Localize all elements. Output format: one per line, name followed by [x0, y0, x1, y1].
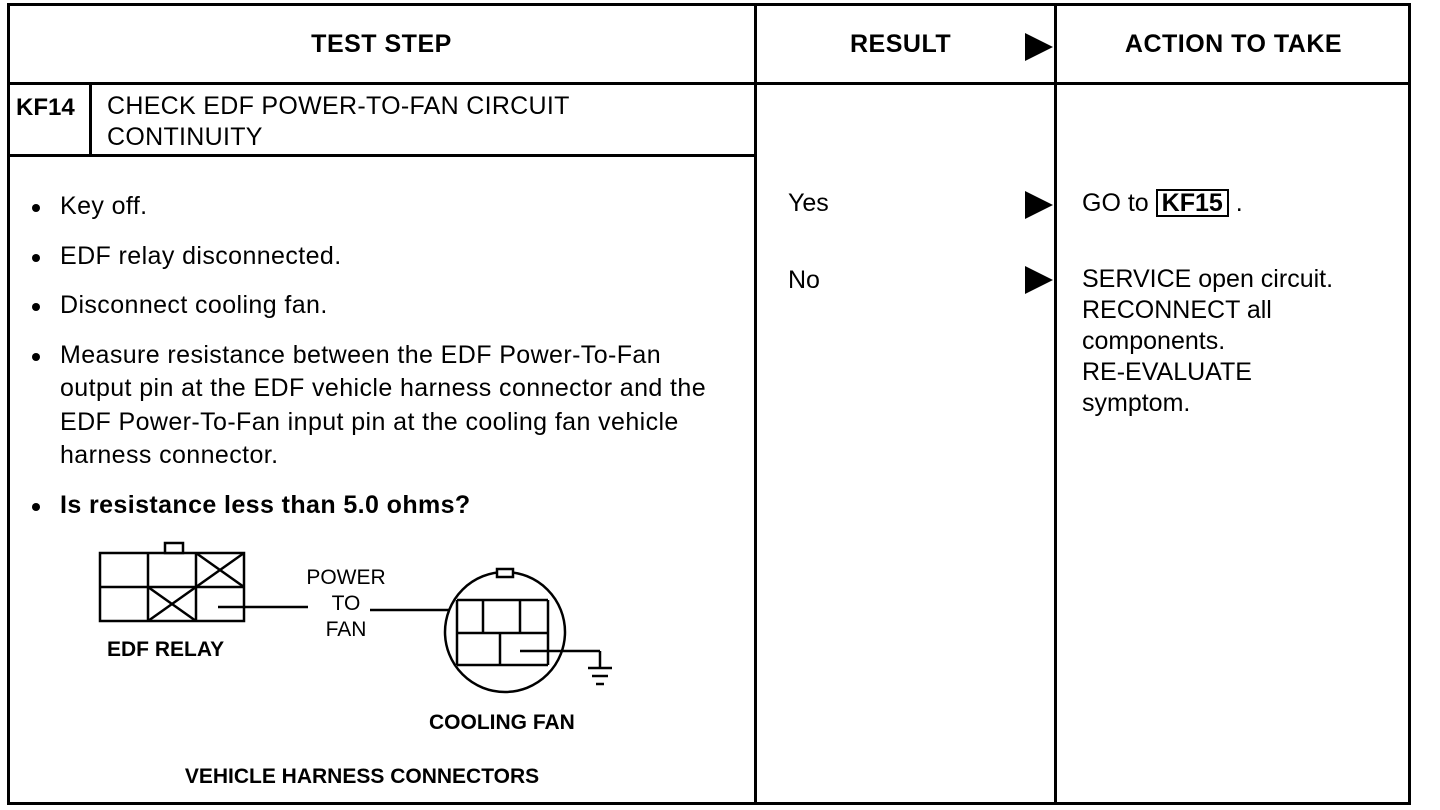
- result-yes-arrow-icon: [1025, 191, 1053, 219]
- step-title-divider: [7, 154, 756, 157]
- step-title-line-2: CONTINUITY: [107, 123, 263, 151]
- step-title-line-1: CHECK EDF POWER-TO-FAN CIRCUIT: [107, 92, 570, 120]
- cooling-fan-label: COOLING FAN: [429, 711, 575, 734]
- action-yes: GO to KF15 .: [1082, 189, 1243, 217]
- action-no: SERVICE open circuit. RECONNECT all comp…: [1082, 265, 1334, 417]
- power-to-fan-label-2: TO: [331, 592, 361, 615]
- column-divider-1: [754, 3, 757, 805]
- instruction-list: Key off. EDF relay disconnected. Disconn…: [32, 190, 732, 538]
- result-no-arrow-icon: [1025, 266, 1053, 294]
- step-id: KF14: [16, 94, 75, 121]
- result-no: No: [788, 266, 820, 294]
- result-yes: Yes: [788, 189, 829, 217]
- header-result: RESULT: [850, 30, 952, 58]
- header-arrow-icon: [1025, 33, 1053, 61]
- kf15-reference: KF15: [1155, 189, 1229, 217]
- column-divider-2: [1054, 3, 1057, 805]
- diagram-caption: VEHICLE HARNESS CONNECTORS: [184, 765, 540, 788]
- header-divider: [7, 82, 1411, 85]
- instruction-item: EDF relay disconnected.: [32, 240, 732, 274]
- header-action: ACTION TO TAKE: [1124, 30, 1343, 58]
- instruction-question: Is resistance less than 5.0 ohms?: [32, 489, 732, 523]
- bullet-icon: [32, 204, 40, 212]
- procedure-table: [7, 3, 1411, 805]
- instruction-item: Key off.: [32, 190, 732, 224]
- instruction-item: Disconnect cooling fan.: [32, 289, 732, 323]
- instruction-item: Measure resistance between the EDF Power…: [32, 339, 725, 473]
- power-to-fan-label-1: POWER: [306, 566, 386, 589]
- power-to-fan-label-3: FAN: [325, 618, 367, 641]
- bullet-icon: [32, 253, 40, 262]
- header-test-step: TEST STEP: [311, 30, 452, 58]
- bullet-icon: [32, 352, 40, 361]
- connector-diagram: [98, 541, 612, 694]
- bullet-icon: [32, 502, 40, 511]
- step-id-divider: [89, 84, 92, 156]
- bullet-icon: [32, 303, 40, 311]
- edf-relay-label: EDF RELAY: [107, 638, 225, 661]
